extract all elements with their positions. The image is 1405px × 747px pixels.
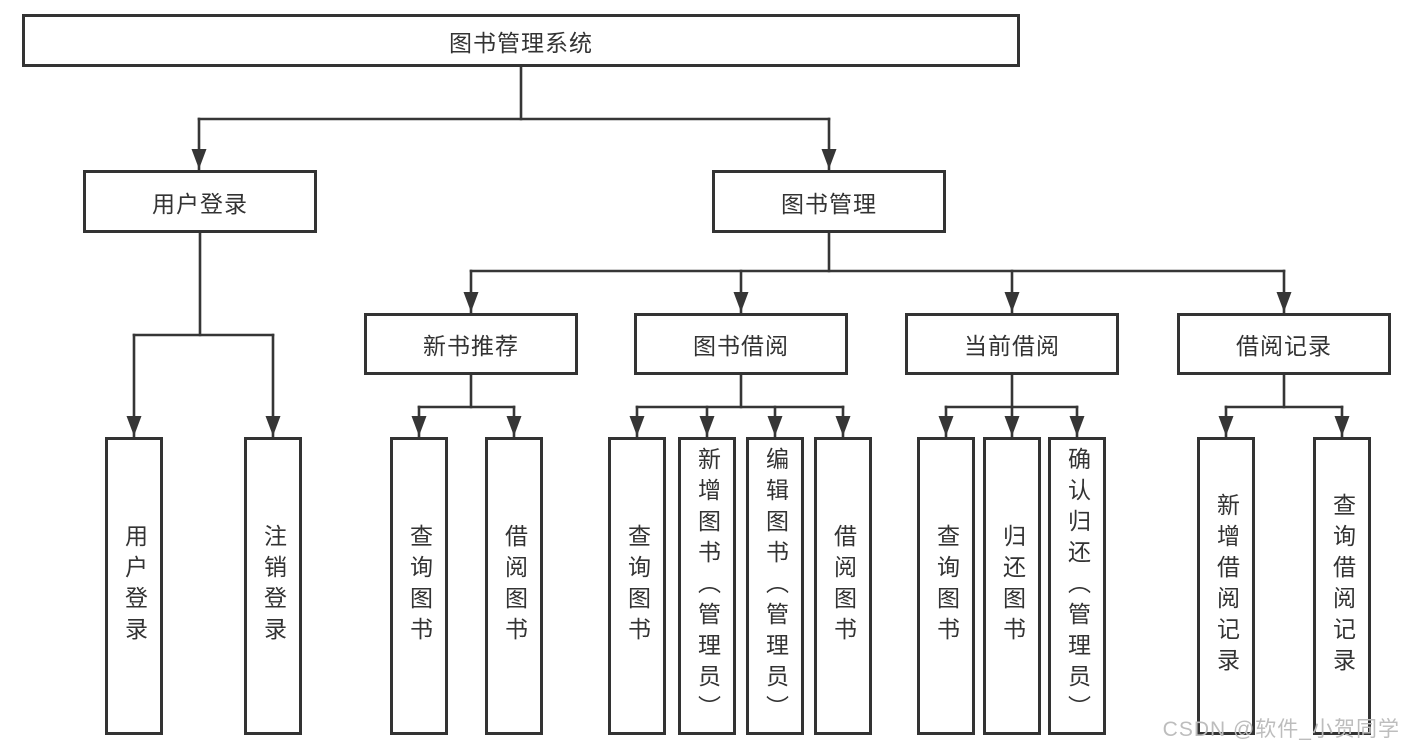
leaf-edit-book-admin-label: 编辑图书（管理员） (762, 446, 789, 726)
node-new-book-recommendation-label: 新书推荐 (423, 333, 519, 359)
edges-book-borrow (629, 373, 851, 438)
leaf-query-books-1-label: 查询图书 (406, 524, 433, 648)
leaf-user-login-label: 用户登录 (121, 524, 148, 648)
node-book-borrowing-label: 图书借阅 (693, 333, 789, 359)
leaf-user-login: 用户登录 (105, 437, 163, 735)
csdn-watermark: CSDN @软件_小贺同学 (1162, 718, 1400, 741)
leaf-query-books-2-label: 查询图书 (624, 524, 651, 648)
leaf-query-books-2: 查询图书 (608, 437, 666, 735)
node-root-system: 图书管理系统 (22, 14, 1020, 67)
node-user-login-label: 用户登录 (152, 190, 248, 217)
node-root-label: 图书管理系统 (449, 29, 593, 56)
edges-user-login (126, 231, 281, 438)
leaf-borrow-books-1: 借阅图书 (485, 437, 543, 735)
node-borrowing-records-label: 借阅记录 (1236, 333, 1332, 359)
leaf-add-book-admin-label: 新增图书（管理员） (694, 446, 721, 726)
leaf-query-books-3: 查询图书 (917, 437, 975, 735)
node-book-management-label: 图书管理 (781, 190, 877, 217)
leaf-confirm-return-admin-label: 确认归还（管理员） (1064, 446, 1091, 726)
leaf-borrow-books-2: 借阅图书 (814, 437, 872, 735)
leaf-borrow-books-2-label: 借阅图书 (830, 524, 857, 648)
leaf-logout: 注销登录 (244, 437, 302, 735)
node-new-book-recommendation: 新书推荐 (364, 313, 578, 375)
leaf-confirm-return-admin: 确认归还（管理员） (1048, 437, 1106, 735)
leaf-return-book: 归还图书 (983, 437, 1041, 735)
leaf-query-books-3-label: 查询图书 (933, 524, 960, 648)
edges-new-book-rec (411, 373, 522, 438)
leaf-add-book-admin: 新增图书（管理员） (678, 437, 736, 735)
leaf-edit-book-admin: 编辑图书（管理员） (746, 437, 804, 735)
node-user-login: 用户登录 (83, 170, 317, 233)
leaf-query-borrow-record-label: 查询借阅记录 (1329, 493, 1356, 679)
leaf-logout-label: 注销登录 (260, 524, 287, 648)
leaf-query-borrow-record: 查询借阅记录 (1313, 437, 1371, 735)
leaf-query-books-1: 查询图书 (390, 437, 448, 735)
node-book-borrowing: 图书借阅 (634, 313, 848, 375)
leaf-return-book-label: 归还图书 (999, 524, 1026, 648)
edges-borrow-record (1218, 373, 1350, 438)
leaf-add-borrow-record: 新增借阅记录 (1197, 437, 1255, 735)
node-current-borrowing-label: 当前借阅 (964, 333, 1060, 359)
edges-book-mgmt (463, 231, 1292, 314)
leaf-borrow-books-1-label: 借阅图书 (501, 524, 528, 648)
edges-root (191, 65, 837, 171)
edges-current-borrow (938, 373, 1085, 438)
node-book-management: 图书管理 (712, 170, 946, 233)
node-current-borrowing: 当前借阅 (905, 313, 1119, 375)
node-borrowing-records: 借阅记录 (1177, 313, 1391, 375)
leaf-add-borrow-record-label: 新增借阅记录 (1213, 493, 1240, 679)
